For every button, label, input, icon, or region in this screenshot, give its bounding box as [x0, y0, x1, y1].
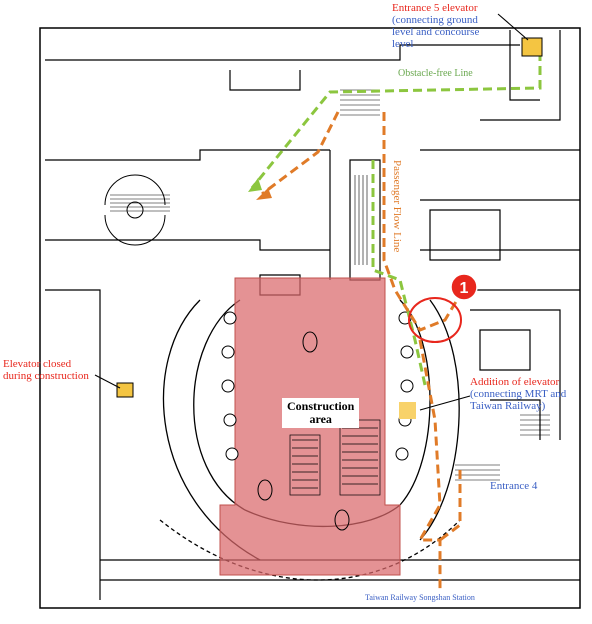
station-label: Taiwan Railway Songshan Station: [365, 593, 475, 602]
leader-lines: [94, 13, 529, 411]
addition-detail-1: (connecting MRT and: [470, 388, 567, 401]
obstacle-free-label: Obstacle-free Line: [398, 68, 473, 79]
addition-label: Addition of elevator (connecting MRT and…: [470, 376, 566, 412]
new-elevator-highlight: [408, 297, 462, 343]
green-arrowhead: [248, 178, 262, 192]
addition-title: Addition of elevator: [470, 376, 560, 388]
orange-arrowhead: [256, 188, 272, 200]
construction-area-label: Construction area: [282, 398, 360, 429]
columns: [221, 311, 414, 531]
obstacle-free-line: [250, 52, 542, 386]
passenger-flow-label: Passenger Flow Line: [391, 160, 403, 252]
entrance5-label: Entrance 5 elevator (connecting ground l…: [392, 2, 479, 50]
entrance4-label: Entrance 4: [490, 480, 538, 492]
entrance5-detail-1: (connecting ground: [392, 14, 478, 27]
construction-line-2: area: [309, 412, 332, 427]
marker-1-number: 1: [460, 280, 469, 297]
new-elevator: [399, 402, 416, 419]
entrance5-title: Entrance 5 elevator: [392, 2, 478, 14]
elevator-closed-line-2: during construction: [3, 370, 89, 383]
construction-line-1: Construction: [287, 399, 355, 413]
rotunda: [104, 174, 166, 246]
closed-elevator: [116, 382, 134, 398]
entrance5-detail-2: level and concourse: [392, 26, 480, 39]
marker-1-badge: [450, 273, 478, 301]
elevator-closed-label: Elevator closed during construction: [3, 358, 89, 382]
entrance5-elevator: [521, 37, 543, 57]
passenger-flow-line: [261, 111, 462, 592]
elevator-closed-line-1: Elevator closed: [3, 358, 72, 370]
entrance5-detail-3: level: [392, 38, 414, 51]
hall-escalators: [289, 419, 381, 496]
map-frame: [39, 27, 581, 609]
addition-detail-2: Taiwan Railway): [470, 400, 546, 413]
